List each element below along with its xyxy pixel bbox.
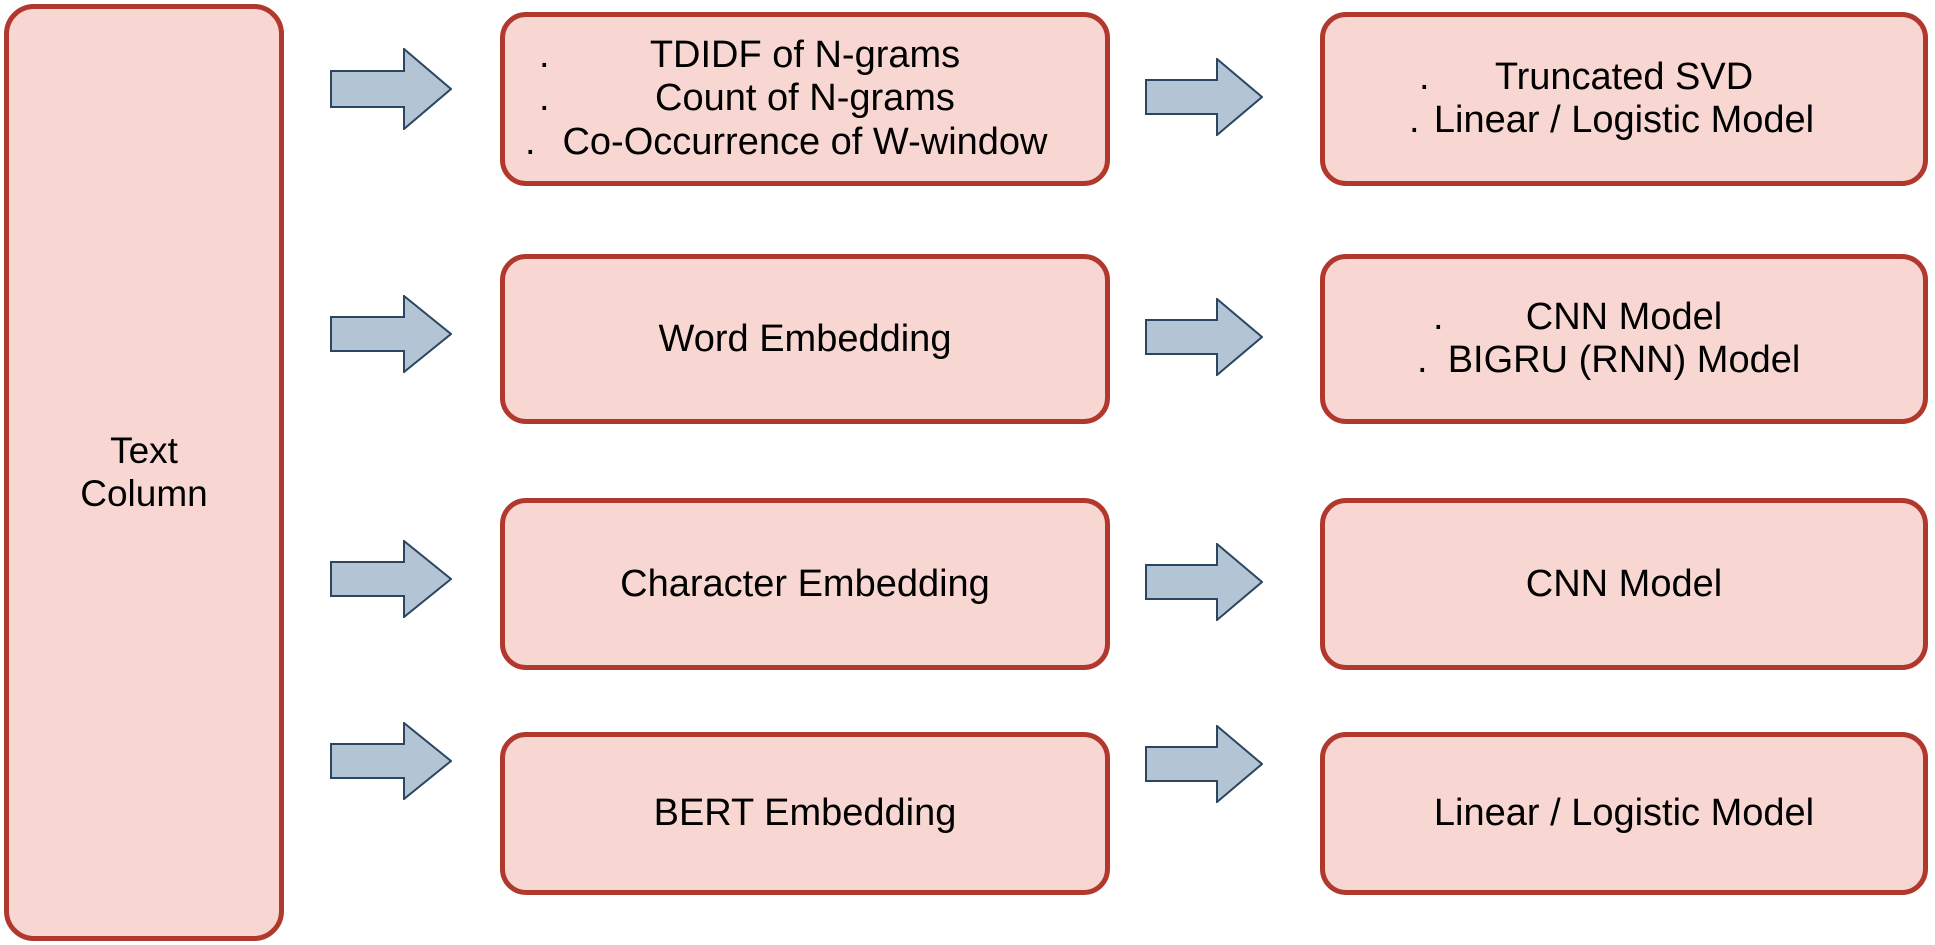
- list-item: . TDIDF of N-grams: [505, 34, 1105, 77]
- node-text-column[interactable]: Text Column: [4, 4, 284, 941]
- right-arrow-icon-feature-3-to-model-3: [1145, 543, 1263, 621]
- right-arrow-icon-feature-1-to-model-1: [1145, 58, 1263, 136]
- node-feature-2[interactable]: Word Embedding: [500, 254, 1110, 424]
- bullet-dot: .: [539, 34, 550, 77]
- node-feature-1-list: . TDIDF of N-grams . Count of N-grams . …: [505, 34, 1105, 164]
- node-model-3[interactable]: CNN Model: [1320, 498, 1928, 670]
- right-arrow-icon-feature-4-to-model-4: [1145, 725, 1263, 803]
- bullet-dot: .: [1419, 55, 1430, 98]
- list-item-label: TDIDF of N-grams: [649, 34, 961, 77]
- node-feature-4-label: BERT Embedding: [653, 792, 957, 835]
- node-model-1-list: . Truncated SVD . Linear / Logistic Mode…: [1325, 56, 1923, 143]
- node-model-2[interactable]: . CNN Model . BIGRU (RNN) Model: [1320, 254, 1928, 424]
- list-item-label: Truncated SVD: [1494, 55, 1754, 98]
- node-feature-3[interactable]: Character Embedding: [500, 498, 1110, 670]
- bullet-dot: .: [1417, 339, 1428, 381]
- right-arrow-icon-feature-2-to-model-2: [1145, 298, 1263, 376]
- node-text-column-label: Text Column: [80, 429, 208, 514]
- list-item: . Co-Occurrence of W-window: [505, 121, 1105, 164]
- bullet-dot: .: [1433, 295, 1444, 338]
- list-item: . CNN Model: [1325, 296, 1923, 339]
- right-arrow-icon-source-to-feature-3: [330, 540, 452, 618]
- node-feature-1[interactable]: . TDIDF of N-grams . Count of N-grams . …: [500, 12, 1110, 186]
- bullet-dot: .: [525, 120, 536, 163]
- list-item-label: BIGRU (RNN) Model: [1447, 339, 1801, 381]
- node-feature-4[interactable]: BERT Embedding: [500, 732, 1110, 895]
- node-model-4-label: Linear / Logistic Model: [1433, 792, 1815, 835]
- node-model-3-label: CNN Model: [1525, 562, 1723, 605]
- node-model-4[interactable]: Linear / Logistic Model: [1320, 732, 1928, 895]
- list-item-label: CNN Model: [1525, 295, 1723, 338]
- bullet-dot: .: [539, 77, 550, 120]
- list-item: . Count of N-grams: [505, 77, 1105, 120]
- list-item-label: Co-Occurrence of W-window: [562, 120, 1048, 163]
- right-arrow-icon-source-to-feature-1: [330, 48, 452, 130]
- list-item: . BIGRU (RNN) Model: [1325, 339, 1923, 382]
- node-feature-2-label: Word Embedding: [658, 317, 952, 360]
- list-item-label: Count of N-grams: [655, 77, 955, 120]
- list-item: . Linear / Logistic Model: [1325, 99, 1923, 142]
- list-item-label: Linear / Logistic Model: [1433, 99, 1815, 141]
- right-arrow-icon-source-to-feature-4: [330, 722, 452, 800]
- list-item: . Truncated SVD: [1325, 56, 1923, 99]
- node-feature-3-label: Character Embedding: [620, 562, 990, 605]
- node-model-2-list: . CNN Model . BIGRU (RNN) Model: [1325, 296, 1923, 383]
- right-arrow-icon-source-to-feature-2: [330, 295, 452, 373]
- bullet-dot: .: [1409, 99, 1420, 141]
- node-model-1[interactable]: . Truncated SVD . Linear / Logistic Mode…: [1320, 12, 1928, 186]
